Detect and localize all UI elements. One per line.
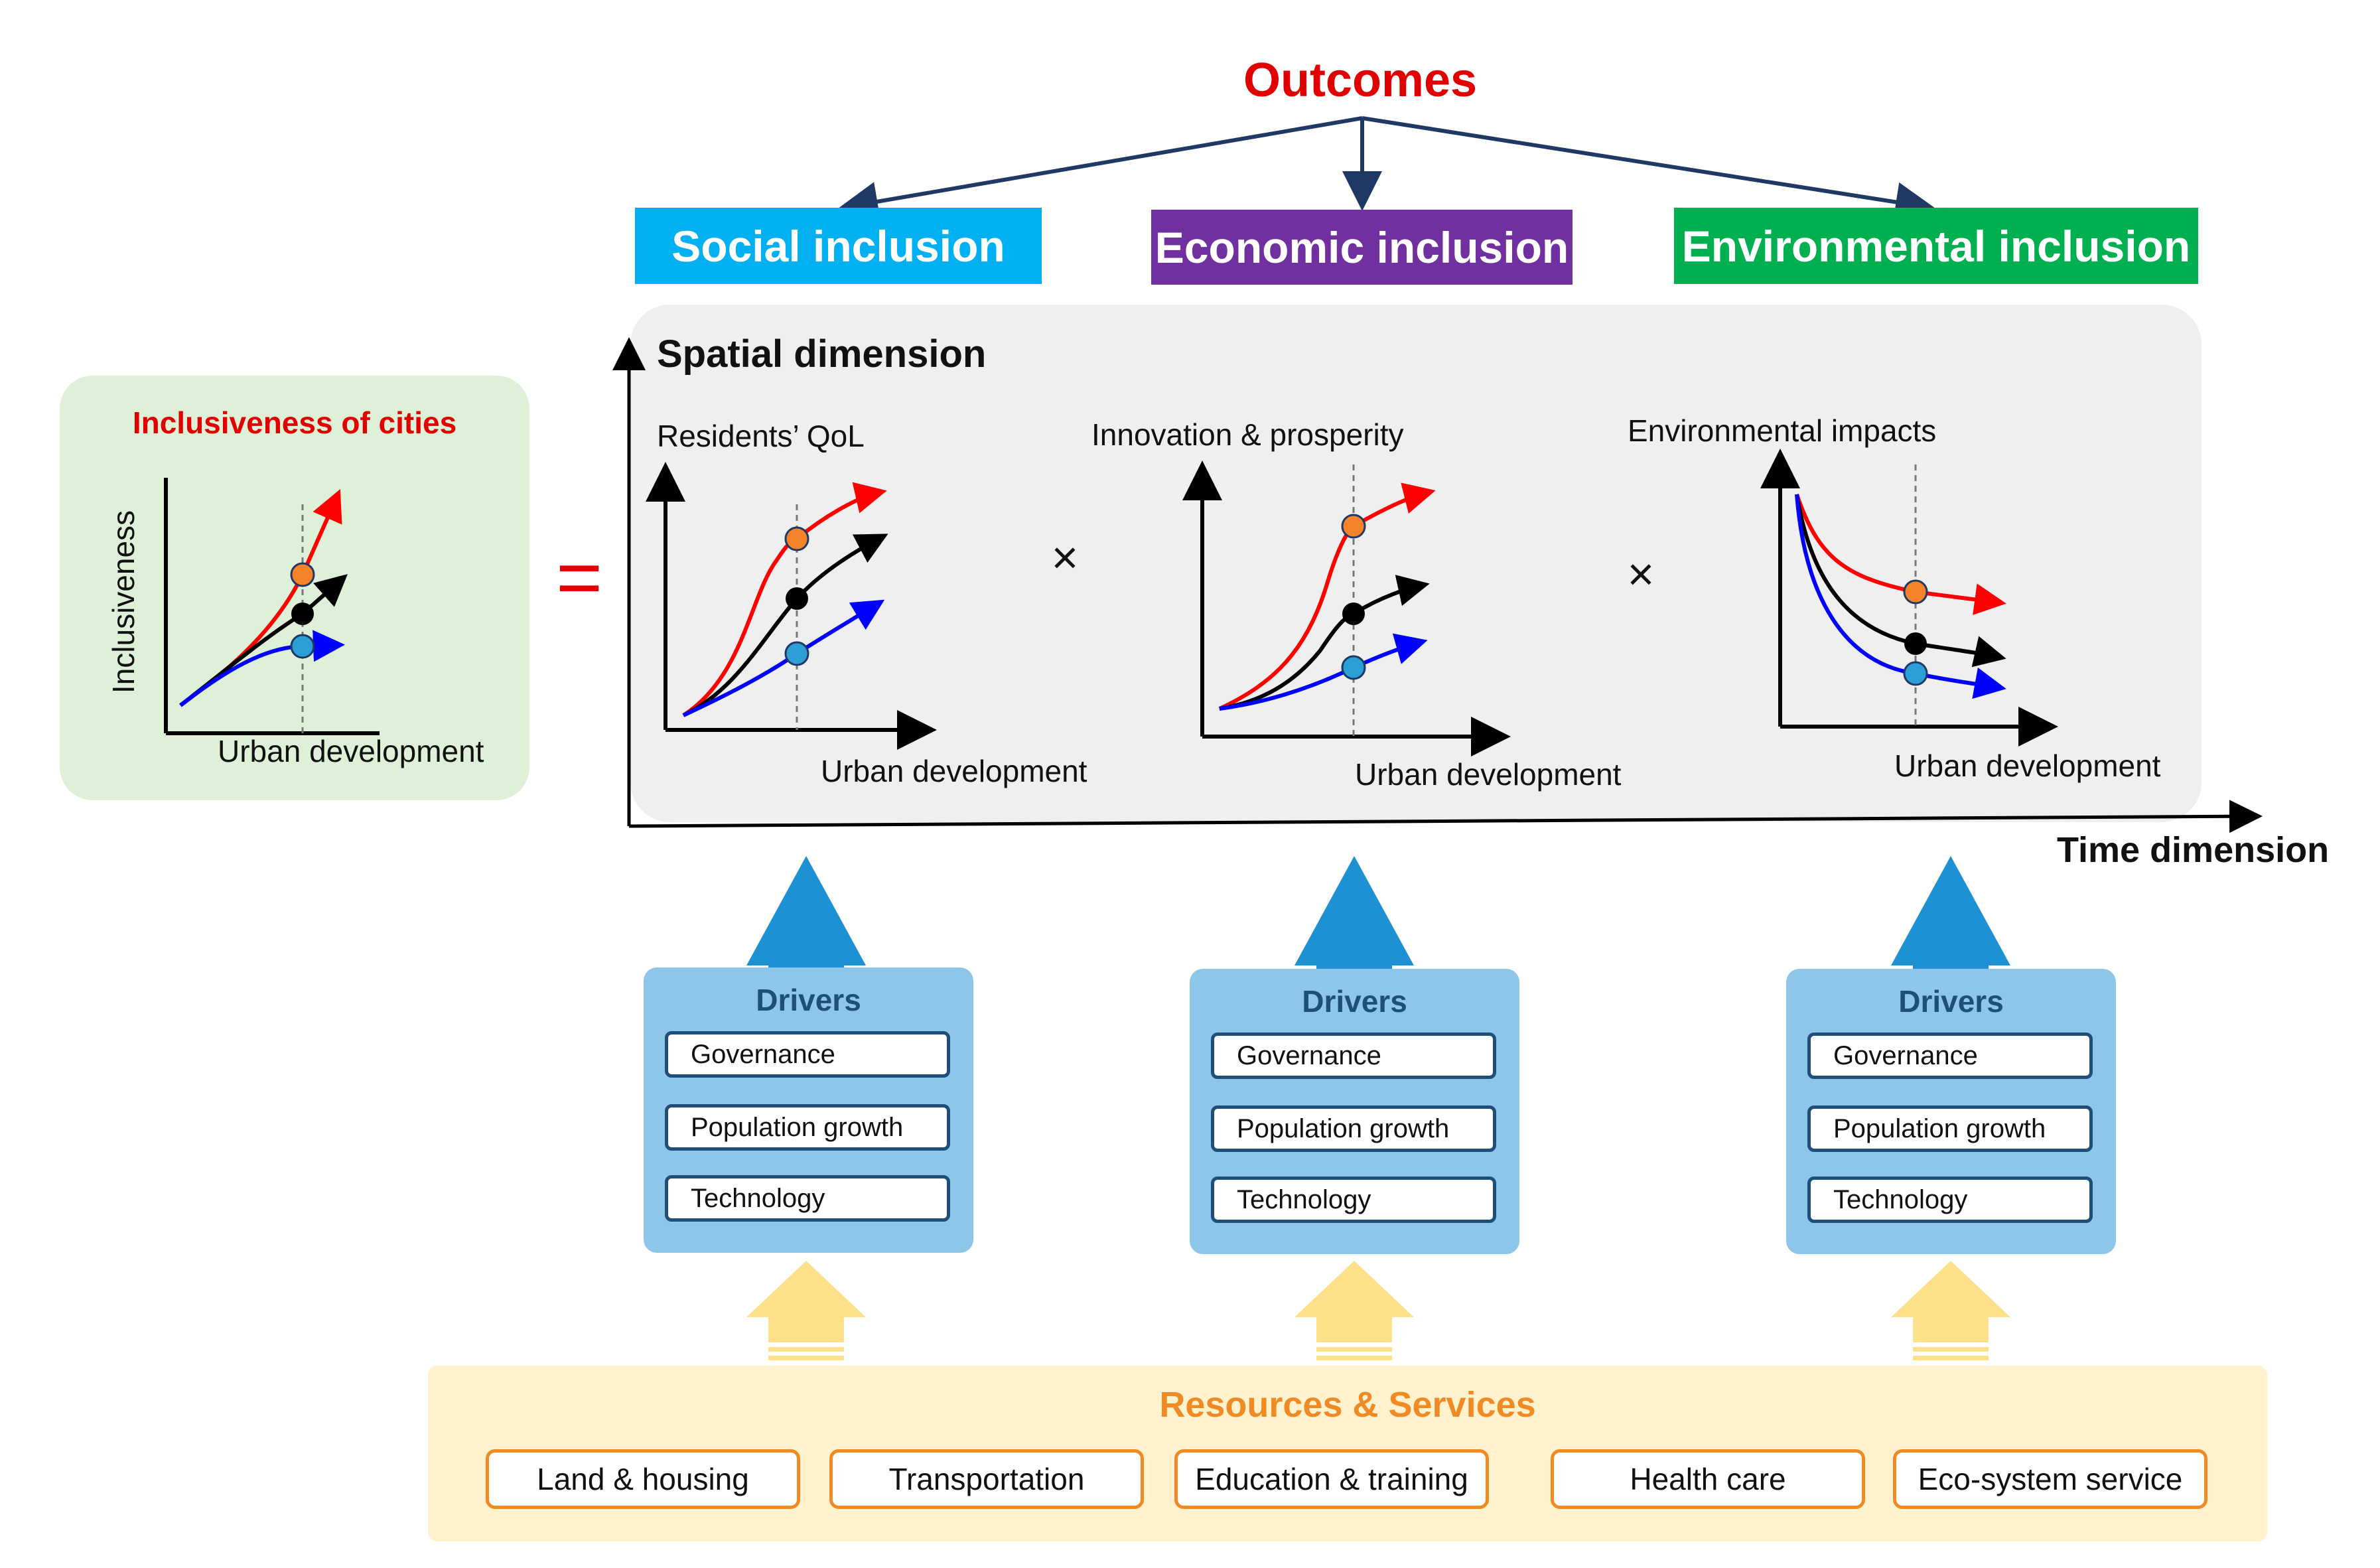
driver-governance: Governance (665, 1031, 950, 1078)
outcomes-title: Outcomes (1243, 54, 1478, 107)
driver-governance: Governance (1211, 1033, 1496, 1079)
yellow-up-arrow-3 (1891, 1261, 2010, 1360)
resource-eco-system-service: Eco-system service (1893, 1449, 2207, 1509)
time-dimension-label: Time dimension (2057, 830, 2330, 870)
drivers-title: Drivers (1302, 984, 1407, 1019)
chart-3-xlabel: Urban development (1894, 748, 2161, 783)
multiply-sign-1: × (1051, 532, 1079, 583)
driver-technology: Technology (1807, 1176, 2093, 1223)
resource-transportation: Transportation (829, 1449, 1144, 1509)
resource-education-training: Education & training (1174, 1449, 1489, 1509)
chart-3-ylabel: Environmental impacts (1628, 413, 1937, 448)
multiply-sign-2: × (1627, 548, 1655, 600)
economic-inclusion-header: Economic inclusion (1151, 210, 1573, 285)
driver-technology: Technology (1211, 1176, 1496, 1223)
driver-population-growth: Population growth (1211, 1105, 1496, 1152)
drivers-box-1: Drivers Governance Population growth Tec… (644, 967, 973, 1253)
social-inclusion-header: Social inclusion (635, 208, 1042, 284)
inclusiveness-title: Inclusiveness of cities (132, 405, 457, 440)
driver-population-growth: Population growth (1807, 1105, 2093, 1152)
drivers-box-2: Drivers Governance Population growth Tec… (1190, 969, 1519, 1254)
yellow-up-arrow-2 (1295, 1261, 1414, 1360)
driver-technology: Technology (665, 1175, 950, 1222)
spatial-dimension-title: Spatial dimension (657, 332, 987, 376)
chart-2-xlabel: Urban development (1355, 757, 1622, 792)
drivers-box-3: Drivers Governance Population growth Tec… (1786, 969, 2116, 1254)
drivers-title: Drivers (1898, 984, 2004, 1019)
resources-title: Resources & Services (1159, 1385, 1536, 1425)
chart-1-xlabel: Urban development (821, 754, 1087, 788)
chart-1-ylabel: Residents’ QoL (657, 419, 865, 453)
resource-land-housing: Land & housing (486, 1449, 800, 1509)
resource-health-care: Health care (1551, 1449, 1865, 1509)
equals-sign: = (555, 533, 603, 622)
environmental-inclusion-header: Environmental inclusion (1674, 208, 2198, 284)
inclusiveness-x-label: Urban development (218, 734, 484, 768)
drivers-title: Drivers (756, 983, 861, 1017)
yellow-up-arrow-1 (746, 1261, 866, 1360)
driver-governance: Governance (1807, 1033, 2093, 1079)
chart-2-ylabel: Innovation & prosperity (1091, 417, 1404, 452)
driver-population-growth: Population growth (665, 1104, 950, 1151)
